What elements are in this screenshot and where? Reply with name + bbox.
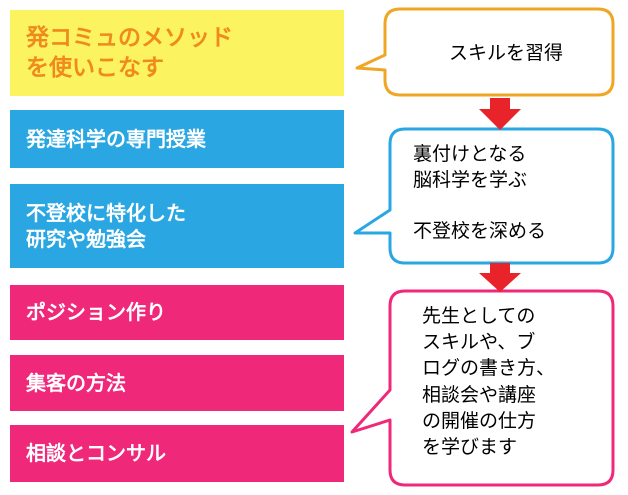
teacher-speech-bubble — [350, 289, 615, 487]
consulting-label: 相談とコンサル — [26, 441, 166, 466]
positioning-label: ポジション作り — [26, 300, 166, 325]
method-box-label: 発コミュのメソッド を使いこなす — [26, 24, 233, 81]
futoko-text: 不登校を深める — [413, 220, 547, 242]
skill-text: スキルを習得 — [448, 42, 563, 64]
method-box: 発コミュのメソッド を使いこなす — [10, 10, 344, 96]
skill-speech-bubble — [355, 7, 615, 97]
consulting-box: 相談とコンサル — [10, 425, 344, 482]
marketing-box: 集客の方法 — [10, 355, 344, 411]
marketing-label: 集客の方法 — [26, 370, 126, 395]
positioning-box: ポジション作り — [10, 285, 344, 340]
down-arrow-icon — [479, 263, 521, 292]
science-class-box: 発達科学の専門授業 — [10, 110, 344, 168]
down-arrow-icon — [479, 98, 521, 130]
teacher-skills-text: 先生としての スキルや、ブ ログの書き方、 相談会や講座 の開催の仕方 を学びま… — [422, 305, 556, 459]
futoko-research-label: 不登校に特化した 研究や勉強会 — [26, 200, 186, 251]
neuro-text: 裏付けとなる 脳科学を学ぶ — [413, 143, 528, 192]
science-class-label: 発達科学の専門授業 — [26, 126, 206, 151]
neuro-speech-bubble — [353, 127, 615, 265]
futoko-research-box: 不登校に特化した 研究や勉強会 — [10, 184, 344, 268]
